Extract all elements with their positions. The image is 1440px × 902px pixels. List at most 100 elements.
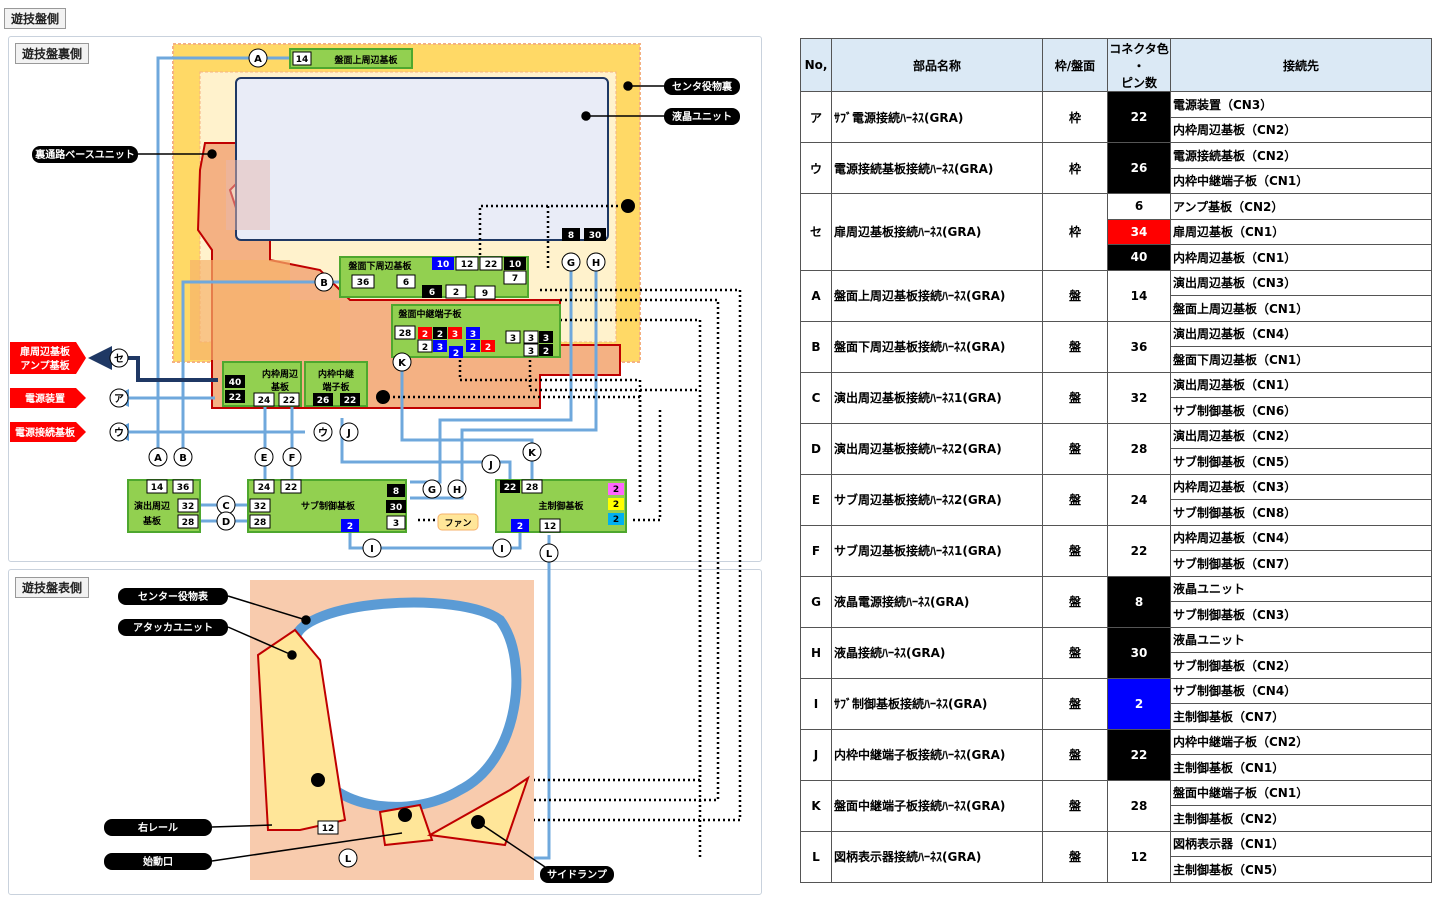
pin-upper: 14 (296, 55, 309, 65)
row-pin-count: 26 (1107, 142, 1171, 194)
svg-text:12: 12 (322, 824, 335, 834)
row-pin-count: 22 (1107, 728, 1171, 781)
row-name: 電源接続基板接続ﾊｰﾈｽ(GRA) (831, 142, 1043, 194)
front-panel (8, 569, 762, 895)
row-pin-count: 14 (1107, 269, 1171, 322)
row-name: サブ周辺基板接続ﾊｰﾈｽ1(GRA) (831, 524, 1043, 577)
row-name: ｻﾌﾞ電源接続ﾊｰﾈｽ(GRA) (831, 91, 1043, 143)
svg-text:30: 30 (390, 503, 403, 513)
label-L: L (345, 854, 352, 865)
label-H-top: H (592, 258, 600, 269)
row-no: G (800, 575, 832, 628)
label-B: B (179, 453, 187, 464)
row-name: 演出周辺基板接続ﾊｰﾈｽ1(GRA) (831, 371, 1043, 424)
svg-text:3: 3 (528, 347, 534, 357)
pin-lcd-30: 30 (589, 231, 602, 241)
row-wp: 盤 (1042, 830, 1108, 883)
svg-text:28: 28 (526, 483, 539, 493)
pin-n24: 24 (258, 396, 271, 406)
row-name: 盤面中継端子板接続ﾊｰﾈｽ(GRA) (831, 779, 1043, 832)
svg-text:3: 3 (510, 334, 516, 344)
header-wp: 枠/盤面 (1042, 38, 1108, 92)
row-wp: 盤 (1042, 728, 1108, 781)
row-pin-count: 6 (1107, 193, 1171, 220)
row-pin-count: 8 (1107, 575, 1171, 628)
label-board-upper: 盤面上周辺基板 (333, 54, 398, 66)
row-destination: 内枠周辺基板（CN2） (1170, 116, 1432, 143)
external-tobira: 扉周辺基板 (19, 345, 71, 358)
row-name: サブ周辺基板接続ﾊｰﾈｽ2(GRA) (831, 473, 1043, 526)
pin-n2: 2 (453, 288, 459, 298)
svg-text:2: 2 (485, 343, 491, 353)
svg-text:22: 22 (229, 393, 242, 403)
svg-text:32: 32 (254, 502, 267, 512)
callout-right-rail: 右レール (137, 821, 178, 834)
page-title: 遊技盤側 (4, 8, 67, 29)
row-destination: 内枠周辺基板（CN1） (1170, 244, 1432, 271)
row-destination: 盤面中継端子板（CN1） (1170, 779, 1432, 806)
row-destination: 電源接続基板（CN2） (1170, 142, 1432, 169)
row-no: J (800, 728, 832, 781)
row-wp: 枠 (1042, 91, 1108, 143)
row-destination: 電源装置（CN3） (1170, 91, 1432, 118)
label-fan: ファン (444, 518, 471, 529)
external-power: 電源装置 (25, 392, 65, 405)
callout-side-lamp: サイドランプ (547, 868, 608, 881)
row-destination: アンプ基板（CN2） (1170, 193, 1432, 220)
lcd-overlap (226, 160, 270, 230)
callout-start-port: 始動口 (143, 855, 173, 868)
row-destination: 内枠中継端子板（CN2） (1170, 728, 1432, 755)
label-G: G (428, 485, 436, 496)
section-back-title: 遊技盤裏側 (15, 43, 90, 64)
row-wp: 盤 (1042, 575, 1108, 628)
row-wp: 盤 (1042, 524, 1108, 577)
row-destination: 液晶ユニット (1170, 626, 1432, 653)
row-name: 演出周辺基板接続ﾊｰﾈｽ2(GRA) (831, 422, 1043, 475)
row-destination: サブ制御基板（CN4） (1170, 677, 1432, 704)
label-D: D (222, 517, 230, 528)
row-wp: 盤 (1042, 269, 1108, 322)
row-wp: 盤 (1042, 422, 1108, 475)
label-G-top: G (567, 258, 575, 269)
row-destination: サブ制御基板（CN6） (1170, 397, 1432, 424)
svg-text:8: 8 (393, 487, 399, 497)
svg-text:3: 3 (393, 519, 399, 529)
row-destination: 主制御基板（CN5） (1170, 856, 1432, 883)
row-name: 液晶接続ﾊｰﾈｽ(GRA) (831, 626, 1043, 679)
row-no: I (800, 677, 832, 730)
row-no: A (800, 269, 832, 322)
row-pin-count: 24 (1107, 473, 1171, 526)
pin-n26: 26 (317, 396, 330, 406)
header-dest: 接続先 (1170, 38, 1432, 92)
row-destination: 図柄表示器（CN1） (1170, 830, 1432, 857)
row-destination: 内枠周辺基板（CN4） (1170, 524, 1432, 551)
row-name: ｻﾌﾞ制御基板接続ﾊｰﾈｽ(GRA) (831, 677, 1043, 730)
table-row: 盤面上周辺基板（CN1） (801, 295, 1432, 322)
table-row: 主制御基板（CN2） (801, 805, 1432, 832)
table-row: 主制御基板（CN1） (801, 754, 1432, 781)
label-u: ウ (318, 427, 328, 439)
svg-text:2: 2 (437, 330, 443, 340)
back-panel (8, 36, 762, 562)
row-destination: 主制御基板（CN2） (1170, 805, 1432, 832)
callout-center-back: センタ役物裏 (672, 80, 733, 93)
row-destination: サブ制御基板（CN7） (1170, 550, 1432, 577)
row-wp: 盤 (1042, 677, 1108, 730)
pin-lower-36: 36 (357, 278, 370, 288)
label-J: J (488, 460, 493, 471)
table-row: サブ制御基板（CN8） (801, 499, 1432, 526)
svg-text:3: 3 (543, 334, 549, 344)
svg-text:3: 3 (528, 334, 534, 344)
row-no: ウ (800, 142, 832, 194)
label-K: K (528, 448, 537, 459)
label-se: セ (114, 353, 124, 365)
row-wp: 枠 (1042, 142, 1108, 194)
row-name: 扉周辺基板接続ﾊｰﾈｽ(GRA) (831, 193, 1043, 271)
svg-text:2: 2 (543, 347, 549, 357)
